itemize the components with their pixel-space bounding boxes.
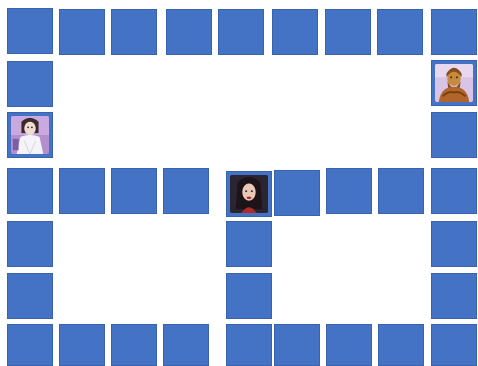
board-tile[interactable] — [59, 324, 105, 366]
board-tile[interactable] — [7, 168, 53, 214]
board-tile[interactable] — [431, 324, 477, 366]
board-tile[interactable] — [226, 221, 272, 267]
board-tile-with-piece[interactable] — [7, 112, 53, 158]
board-tile[interactable] — [163, 168, 209, 214]
board-tile[interactable] — [326, 324, 372, 366]
dark-haired-woman-portrait-icon — [230, 175, 268, 213]
board-tile[interactable] — [377, 9, 423, 55]
piece-bearded-man[interactable] — [435, 64, 473, 102]
board-tile[interactable] — [326, 168, 372, 214]
board-tile[interactable] — [7, 324, 53, 366]
board-tile[interactable] — [7, 8, 53, 54]
board-tile[interactable] — [218, 9, 264, 55]
board-tile[interactable] — [431, 9, 477, 55]
board-tile[interactable] — [226, 273, 272, 319]
board-tile[interactable] — [431, 168, 477, 214]
board-tile[interactable] — [274, 324, 320, 366]
piece-dark-haired-woman[interactable] — [230, 175, 268, 213]
board-tile[interactable] — [7, 61, 53, 107]
board-tile[interactable] — [226, 324, 272, 366]
board-tile-with-piece[interactable] — [226, 171, 272, 217]
board-tile[interactable] — [111, 168, 157, 214]
board-tile[interactable] — [7, 221, 53, 267]
board-tile[interactable] — [325, 9, 371, 55]
board-tile[interactable] — [166, 9, 212, 55]
board-tile[interactable] — [378, 324, 424, 366]
board-tile-with-piece[interactable] — [431, 60, 477, 106]
board-tile[interactable] — [111, 9, 157, 55]
board-tile[interactable] — [431, 273, 477, 319]
board-tile[interactable] — [378, 168, 424, 214]
bearded-man-portrait-icon — [435, 64, 473, 102]
piece-woman-white-dress[interactable] — [11, 116, 49, 154]
board-tile[interactable] — [431, 112, 477, 158]
board-tile[interactable] — [111, 324, 157, 366]
board-tile[interactable] — [59, 9, 105, 55]
board-tile[interactable] — [274, 170, 320, 216]
board-tile[interactable] — [59, 168, 105, 214]
board-tile[interactable] — [272, 9, 318, 55]
board-tile[interactable] — [7, 273, 53, 319]
woman-white-dress-portrait-icon — [11, 116, 49, 154]
board-tile[interactable] — [431, 221, 477, 267]
board-tile[interactable] — [163, 324, 209, 366]
